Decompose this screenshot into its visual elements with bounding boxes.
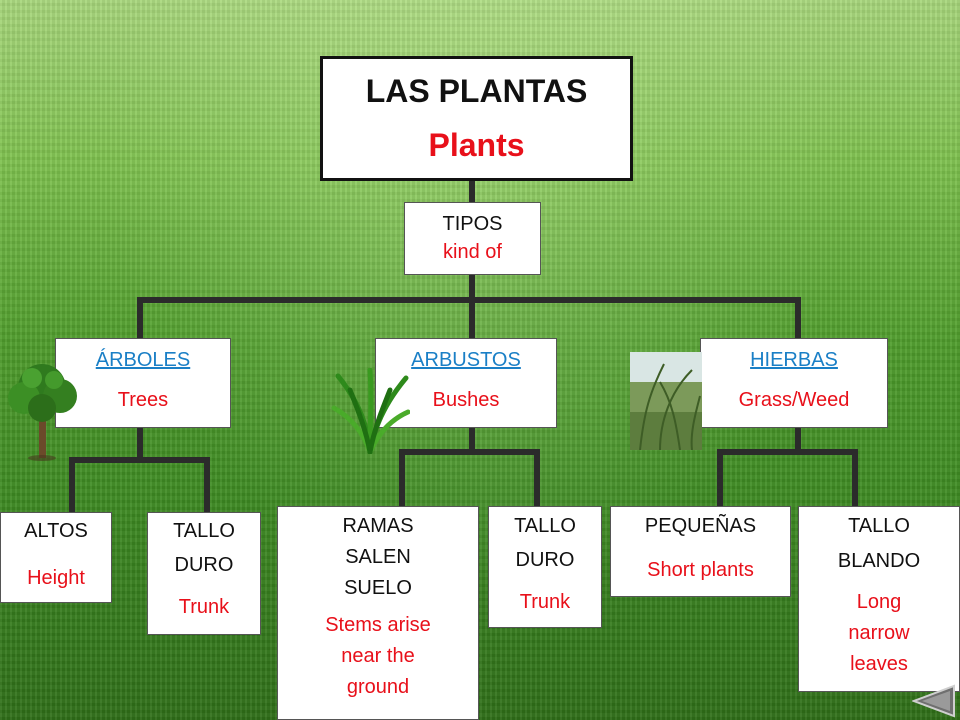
feature-translation: leaves [850, 653, 908, 675]
root-title: LAS PLANTAS [365, 73, 588, 109]
feature-altos: ALTOS Height [0, 512, 112, 603]
feature-translation: near the [341, 645, 415, 667]
bush-icon [331, 368, 410, 454]
types-node: TIPOS kind of [404, 202, 541, 275]
category-sublabel-hierbas: Grass/Weed [738, 389, 850, 411]
category-hierbas[interactable]: HIERBAS Grass/Weed [700, 338, 888, 428]
feature-translation: Long [856, 591, 902, 613]
feature-label: PEQUEÑAS [644, 515, 757, 537]
feature-translation: ground [346, 676, 410, 698]
feature-label: DURO [174, 554, 234, 576]
feature-translation: Height [27, 567, 85, 589]
feature-label: ALTOS [24, 520, 88, 542]
feature-translation: narrow [848, 622, 910, 644]
feature-translation: Stems arise [325, 614, 431, 636]
types-sublabel: kind of [443, 241, 502, 263]
category-label-arbustos[interactable]: ARBUSTOS [411, 349, 521, 371]
feature-translation: Trunk [178, 596, 230, 618]
feature-label: TALLO [514, 515, 576, 537]
types-label: TIPOS [442, 213, 503, 235]
tree-icon [8, 364, 77, 461]
category-label-hierbas[interactable]: HIERBAS [750, 349, 838, 371]
feature-translation: Short plants [647, 559, 754, 581]
grass-photo [630, 352, 702, 450]
feature-tallo-duro-arboles: TALLO DURO Trunk [147, 512, 261, 635]
root-subtitle: Plants [428, 127, 525, 163]
feature-label: TALLO [173, 520, 235, 542]
feature-label: DURO [515, 549, 575, 571]
category-sublabel-arboles: Trees [117, 389, 169, 411]
category-label-arboles[interactable]: ÁRBOLES [95, 349, 191, 371]
feature-ramas-salen-suelo: RAMAS SALEN SUELO Stems arise near the g… [277, 506, 479, 720]
root-node: LAS PLANTAS Plants [320, 56, 633, 181]
feature-label: TALLO [848, 515, 910, 537]
feature-label: RAMAS [342, 515, 414, 537]
feature-tallo-duro-arbustos: TALLO DURO Trunk [488, 506, 602, 628]
feature-tallo-blando: TALLO BLANDO Long narrow leaves [798, 506, 960, 692]
feature-label: BLANDO [837, 550, 921, 572]
feature-label: SALEN [345, 546, 411, 568]
feature-translation: Trunk [519, 591, 571, 613]
category-arboles[interactable]: ÁRBOLES Trees [55, 338, 231, 428]
feature-pequenas: PEQUEÑAS Short plants [610, 506, 791, 597]
previous-slide-icon[interactable] [912, 684, 956, 718]
feature-label: SUELO [344, 577, 412, 599]
category-sublabel-arbustos: Bushes [432, 389, 500, 411]
